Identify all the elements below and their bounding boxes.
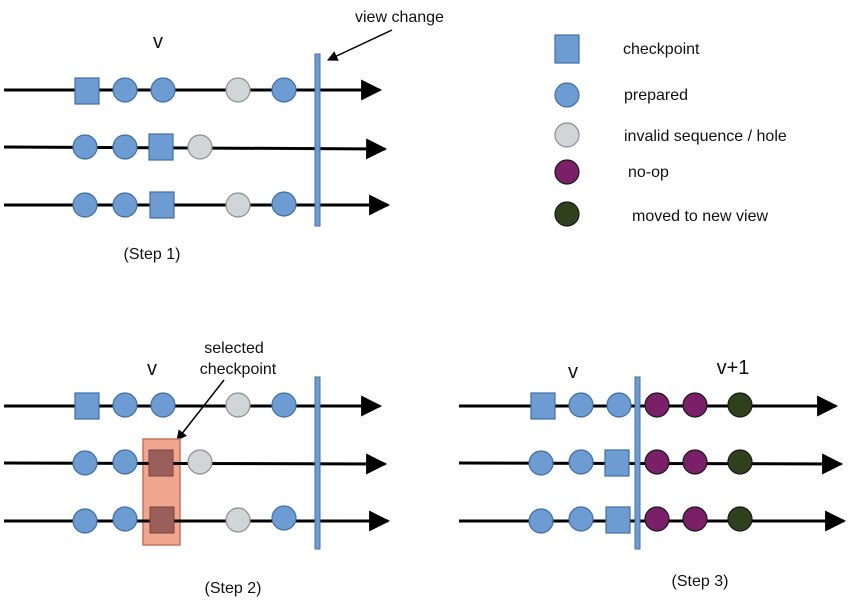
prepared-circle <box>568 392 594 418</box>
legend-hole-icon <box>554 122 580 148</box>
hole-circle <box>225 507 251 533</box>
checkpoint-square <box>74 77 100 105</box>
selected-checkpoint-label-line1: selected <box>204 340 264 357</box>
prepared-circle <box>72 508 98 534</box>
prepared-circle <box>528 450 554 476</box>
prepared-circle <box>271 191 297 217</box>
prepared-circle <box>72 192 98 218</box>
prepared-circle <box>528 508 554 534</box>
legend-moved-icon <box>554 201 580 227</box>
legend-prepared-icon <box>554 82 580 108</box>
hole-circle <box>225 192 251 218</box>
legend-checkpoint-icon <box>554 34 580 64</box>
noop-circle <box>644 506 670 532</box>
selected-checkpoint-square <box>149 506 175 534</box>
checkpoint-square <box>148 133 174 161</box>
noop-circle <box>644 449 670 475</box>
legend-label-moved: moved to new view <box>632 208 769 225</box>
checkpoint-square <box>604 449 630 477</box>
checkpoint-square <box>74 392 100 420</box>
view-change-bar <box>314 376 321 550</box>
step3-new-view-label: v+1 <box>717 357 750 379</box>
prepared-circle <box>112 77 138 103</box>
noop-circle <box>682 449 708 475</box>
legend-label-prepared: prepared <box>624 87 688 104</box>
prepared-circle <box>271 77 297 103</box>
prepared-circle <box>112 449 138 475</box>
prepared-circle <box>568 449 594 475</box>
legend-label-checkpoint: checkpoint <box>623 41 700 58</box>
legend-label-noop: no-op <box>628 164 669 181</box>
selected-checkpoint-label-line2: checkpoint <box>200 361 277 378</box>
prepared-circle <box>112 192 138 218</box>
prepared-circle <box>568 506 594 532</box>
checkpoint-square <box>149 191 175 219</box>
step3-caption: (Step 3) <box>672 573 729 590</box>
step1-panel: v view change (Step 1) <box>3 9 444 263</box>
hole-circle <box>225 77 251 103</box>
prepared-circle <box>112 392 138 418</box>
step2-caption: (Step 2) <box>205 580 262 597</box>
hole-circle <box>225 392 251 418</box>
hole-circle <box>187 134 213 160</box>
selected-checkpoint-pointer <box>176 379 225 441</box>
selected-checkpoint-square <box>148 449 174 477</box>
view-change-label: view change <box>355 9 444 26</box>
checkpoint-square <box>530 392 556 420</box>
step2-view-label: v <box>147 358 157 380</box>
step1-caption: (Step 1) <box>124 246 181 263</box>
view-change-bar <box>634 376 641 550</box>
prepared-circle <box>112 134 138 160</box>
step2-panel: v selected checkpoint (Step 2) <box>3 340 391 597</box>
legend-noop-icon <box>554 159 580 185</box>
moved-circle <box>727 392 753 418</box>
hole-circle <box>187 449 213 475</box>
legend: checkpoint prepared invalid sequence / h… <box>554 34 787 227</box>
noop-circle <box>644 392 670 418</box>
prepared-circle <box>271 505 297 531</box>
prepared-circle <box>271 392 297 418</box>
step1-view-label: v <box>153 31 163 53</box>
view-change-pointer <box>327 29 393 61</box>
moved-circle <box>727 506 753 532</box>
prepared-circle <box>150 392 176 418</box>
step3-panel: v v+1 (Step 3) <box>458 357 847 590</box>
step3-view-label: v <box>568 361 578 383</box>
prepared-circle <box>72 134 98 160</box>
noop-circle <box>682 506 708 532</box>
legend-label-hole: invalid sequence / hole <box>624 128 787 145</box>
prepared-circle <box>72 450 98 476</box>
prepared-circle <box>112 506 138 532</box>
view-change-bar <box>314 53 321 227</box>
moved-circle <box>727 449 753 475</box>
prepared-circle <box>606 392 632 418</box>
prepared-circle <box>150 77 176 103</box>
noop-circle <box>682 392 708 418</box>
checkpoint-square <box>605 506 631 534</box>
